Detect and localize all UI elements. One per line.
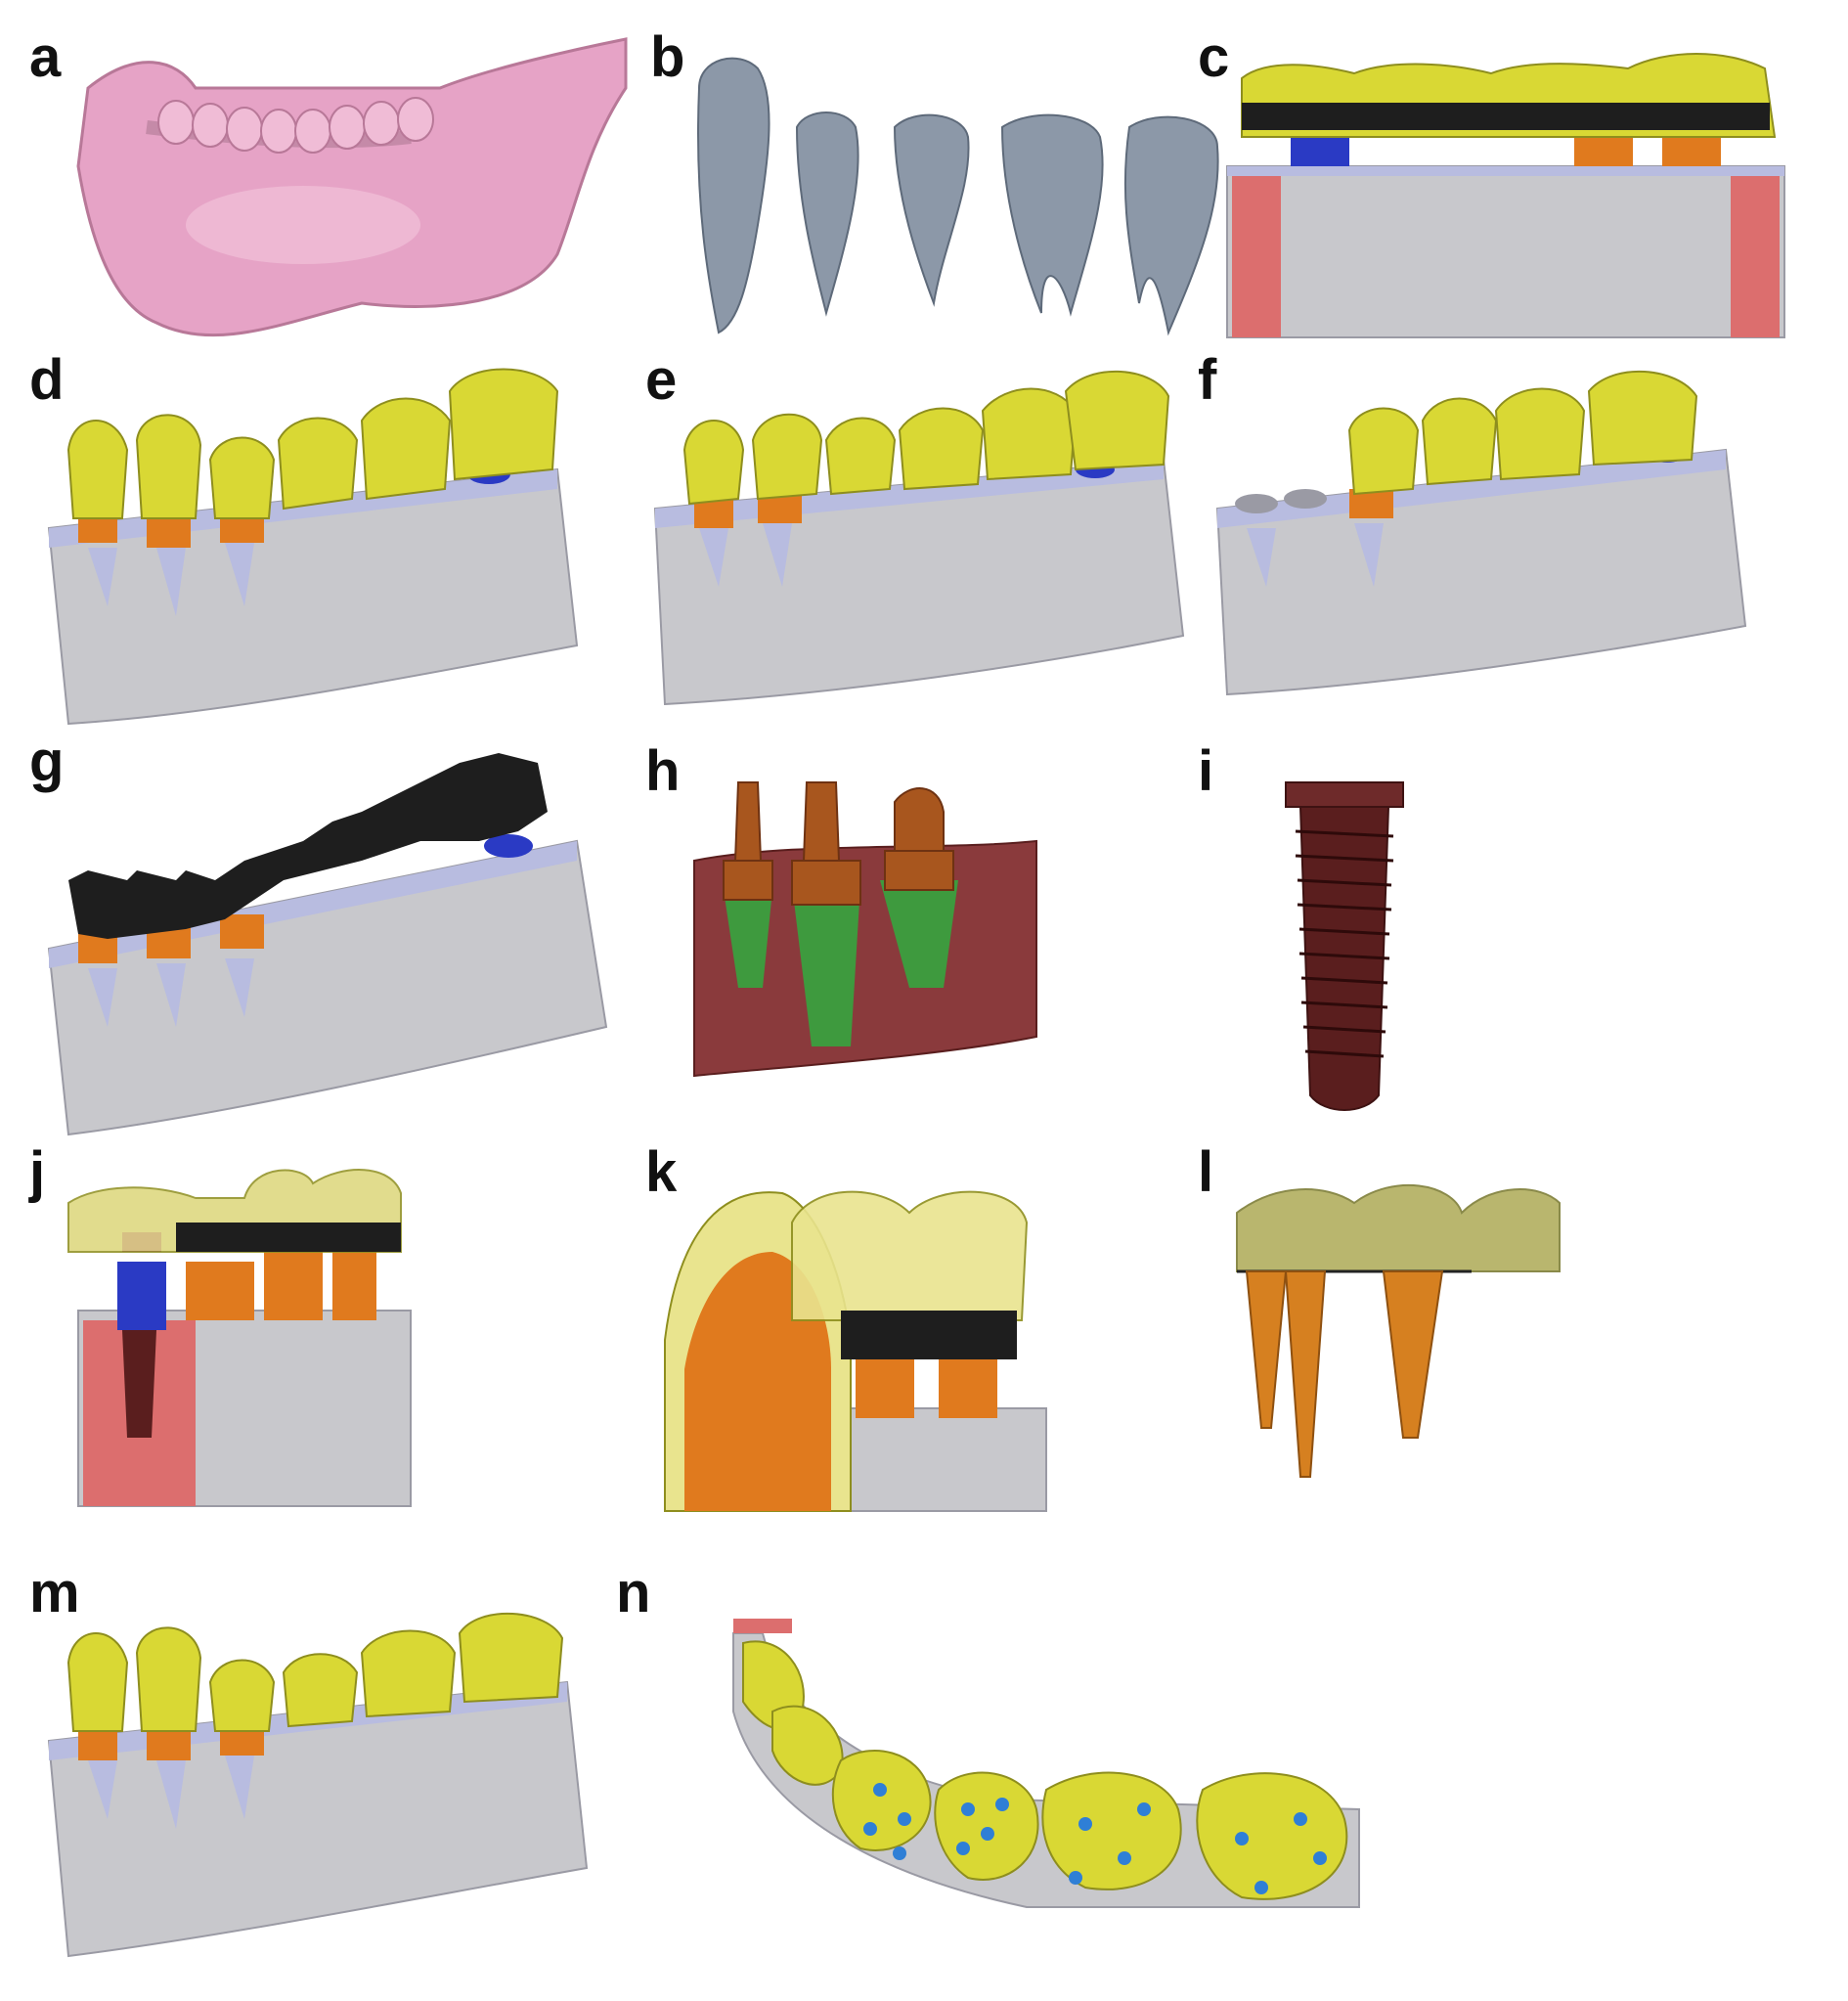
panel-label-i: i	[1198, 739, 1214, 803]
panel-d: d	[29, 352, 645, 734]
panel-c: c	[1198, 29, 1809, 352]
bridge-model-e	[653, 371, 1185, 706]
framework-model-g	[47, 753, 608, 1136]
panel-l: l	[1198, 1144, 1589, 1526]
panel-m: m	[29, 1565, 645, 1976]
natural-teeth-model	[697, 57, 1219, 336]
panel-label-m: m	[29, 1561, 80, 1624]
panel-label-f: f	[1198, 348, 1217, 412]
panel-i: i	[1198, 743, 1589, 1154]
panel-label-n: n	[616, 1561, 651, 1624]
panel-h: h	[645, 743, 1056, 1095]
panel-j: j	[29, 1144, 420, 1526]
abutments-bone-section	[693, 781, 1037, 1078]
panel-label-h: h	[645, 739, 681, 803]
panel-k: k	[645, 1144, 1056, 1526]
panel-f: f	[1198, 352, 1809, 734]
bridge-model-d	[47, 368, 579, 726]
panel-a: a	[29, 29, 645, 352]
panel-n: n	[616, 1561, 1360, 1985]
tooth-crown-section-k	[664, 1190, 1047, 1512]
panel-label-g: g	[29, 730, 65, 793]
panel-label-k: k	[645, 1140, 678, 1204]
panel-label-c: c	[1198, 25, 1230, 89]
bridge-model-f	[1215, 371, 1747, 696]
panel-g: g	[29, 734, 645, 1144]
panel-label-l: l	[1198, 1140, 1214, 1204]
bridge-sensors-model-m	[47, 1613, 589, 1958]
mandible-3d-model	[76, 37, 628, 337]
transparent-crowns-roots-l	[1236, 1183, 1561, 1478]
panel-label-e: e	[645, 348, 678, 412]
panel-e: e	[645, 352, 1212, 734]
panel-label-j: j	[29, 1140, 46, 1204]
panel-label-b: b	[650, 25, 685, 89]
implant-crown-section-j	[67, 1169, 412, 1507]
panel-label-a: a	[29, 25, 62, 89]
panel-b: b	[650, 25, 1219, 362]
occlusal-view-sensors-n	[732, 1619, 1360, 1908]
bridge-front-section	[1226, 53, 1785, 338]
panel-label-d: d	[29, 348, 65, 412]
implant-screw-model	[1285, 781, 1404, 1111]
